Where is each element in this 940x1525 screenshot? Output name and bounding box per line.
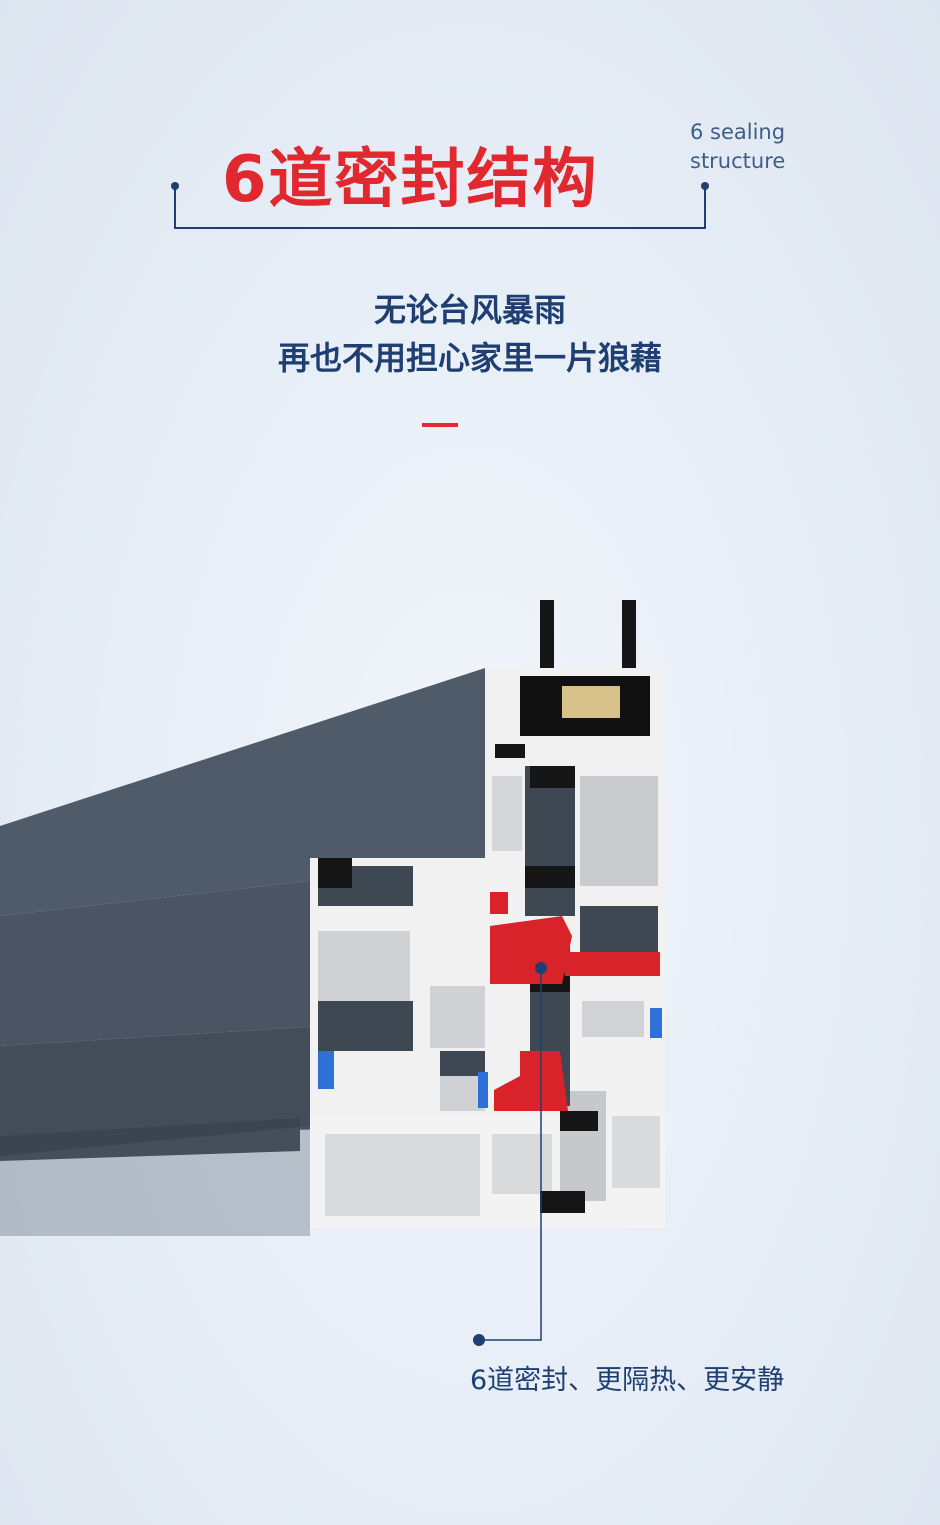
callout-leader-line: [473, 962, 547, 1346]
tagline-line1: 无论台风暴雨: [373, 291, 566, 329]
callout-caption: 6道密封、更隔热、更安静: [470, 1365, 785, 1396]
tagline-line2: 再也不用担心家里一片狼藉: [277, 339, 662, 377]
tagline: 无论台风暴雨 再也不用担心家里一片狼藉: [170, 286, 770, 382]
red-divider: [422, 423, 458, 427]
window-profile-cross-section-image: [0, 600, 665, 1236]
english-subtitle-line2: structure: [690, 149, 786, 173]
page-title: 6道密封结构: [222, 143, 599, 217]
english-subtitle: 6 sealing structure: [690, 118, 820, 176]
english-subtitle-line1: 6 sealing: [690, 120, 786, 144]
title-bracket-decoration: [171, 182, 709, 229]
